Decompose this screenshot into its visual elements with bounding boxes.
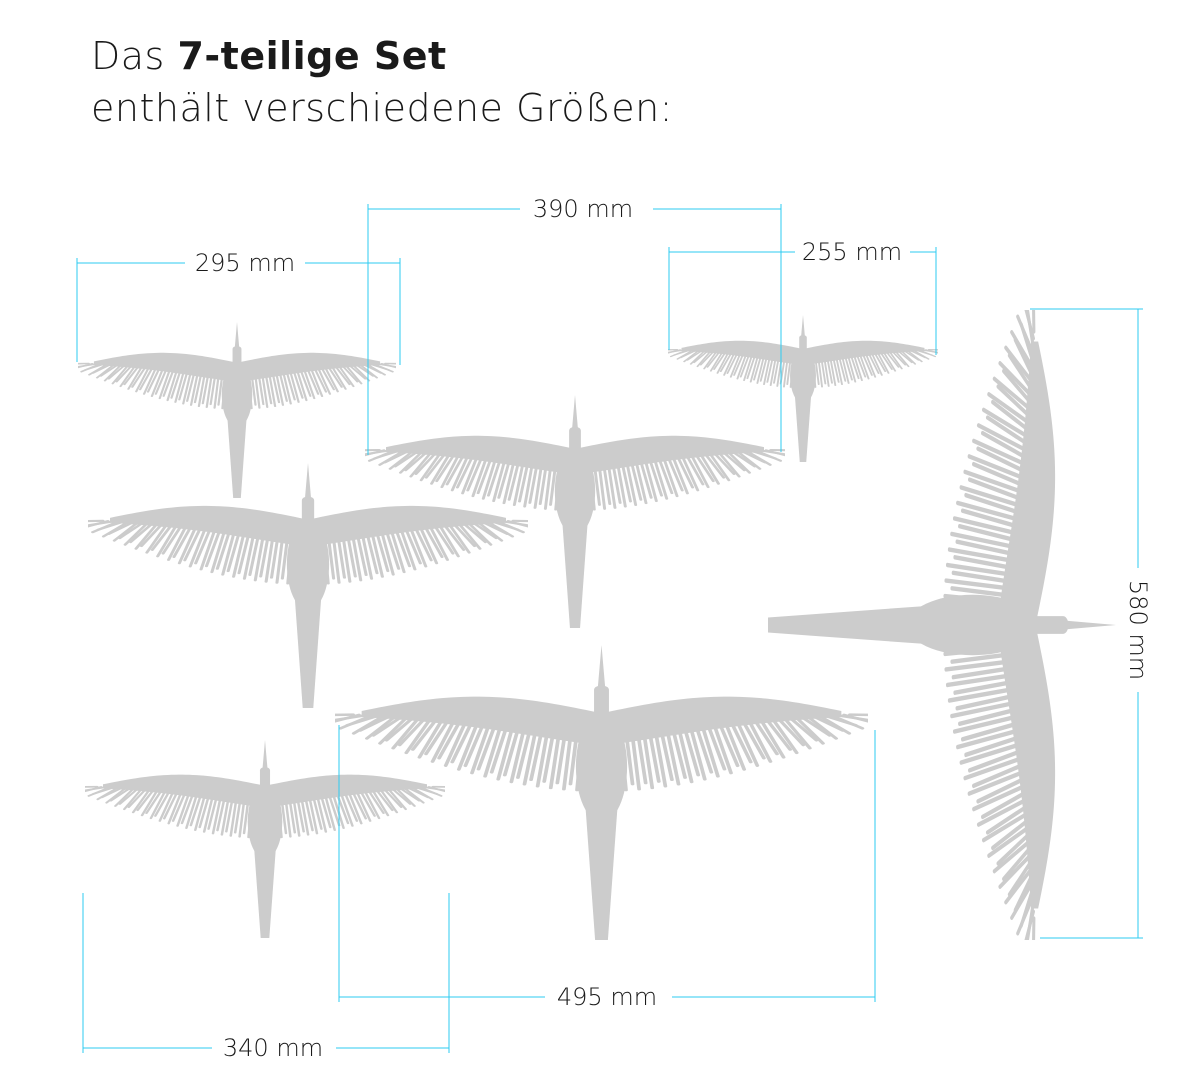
dimension-label-340: 340 mm — [223, 1034, 323, 1062]
crane-bird-6 — [85, 740, 445, 938]
crane-bird-4 — [88, 463, 528, 708]
dimension-label-495: 495 mm — [557, 983, 657, 1011]
dimension-255: 255 mm — [668, 238, 937, 355]
heading: Das 7-teilige Set enthält verschiedene G… — [91, 30, 673, 134]
dimension-label-295: 295 mm — [195, 249, 295, 277]
dimension-label-255: 255 mm — [802, 238, 902, 266]
dimension-390: 390 mm — [367, 195, 782, 455]
dimension-340: 340 mm — [82, 893, 450, 1062]
heading-bold: 7-teilige Set — [177, 34, 447, 78]
dimension-295: 295 mm — [76, 249, 401, 365]
heading-line-2: enthält verschiedene Größen: — [91, 86, 673, 130]
dimension-495: 495 mm — [338, 725, 876, 1011]
crane-bird-7-vertical — [768, 293, 1116, 956]
crane-bird-1 — [78, 322, 396, 498]
dimension-label-390: 390 mm — [533, 195, 633, 223]
dimension-label-580: 580 mm — [1124, 580, 1152, 680]
heading-prefix: Das — [91, 34, 178, 78]
heading-line-1: Das 7-teilige Set — [91, 30, 673, 82]
dimension-580: 580 mm — [1030, 308, 1152, 939]
